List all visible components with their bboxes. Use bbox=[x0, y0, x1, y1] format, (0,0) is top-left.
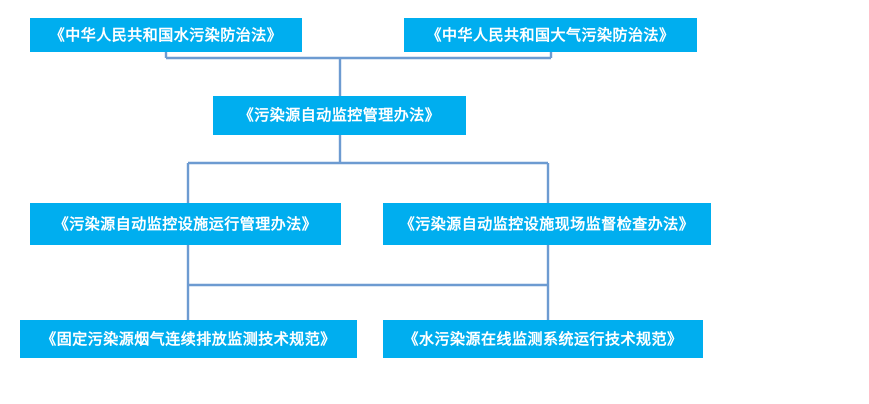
node-label: 《固定污染源烟气连续排放监测技术规范》 bbox=[41, 329, 336, 348]
node-water-online-monitoring-system-operation-spec[interactable]: 《水污染源在线监测系统运行技术规范》 bbox=[383, 320, 703, 358]
node-label: 《中华人民共和国水污染防治法》 bbox=[49, 25, 283, 44]
node-water-pollution-prevention-law[interactable]: 《中华人民共和国水污染防治法》 bbox=[30, 18, 302, 52]
node-label: 《污染源自动监控管理办法》 bbox=[238, 106, 441, 124]
node-facility-onsite-supervision-inspection-measures[interactable]: 《污染源自动监控设施现场监督检查办法》 bbox=[383, 203, 711, 245]
node-air-pollution-prevention-law[interactable]: 《中华人民共和国大气污染防治法》 bbox=[404, 18, 697, 52]
node-label: 《中华人民共和国大气污染防治法》 bbox=[426, 25, 675, 44]
node-label: 《污染源自动监控设施运行管理办法》 bbox=[53, 214, 318, 233]
node-pollution-source-auto-monitoring-admin-measures[interactable]: 《污染源自动监控管理办法》 bbox=[213, 96, 466, 135]
node-facility-operation-management-measures[interactable]: 《污染源自动监控设施运行管理办法》 bbox=[30, 203, 341, 245]
node-label: 《污染源自动监控设施现场监督检查办法》 bbox=[399, 214, 695, 233]
node-stationary-source-stack-gas-cems-spec[interactable]: 《固定污染源烟气连续排放监测技术规范》 bbox=[20, 320, 357, 358]
node-label: 《水污染源在线监测系统运行技术规范》 bbox=[403, 329, 683, 348]
